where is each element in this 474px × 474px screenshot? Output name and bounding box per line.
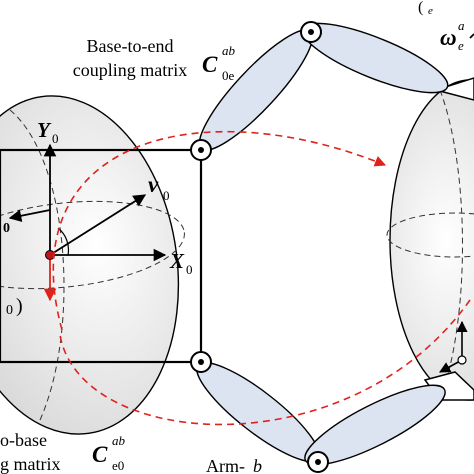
joint-bottom: [307, 451, 329, 473]
end-ellipsoid: [386, 77, 474, 401]
end-plate-top: [433, 77, 474, 101]
omega0-arrow: [8, 209, 51, 222]
x0-sub: 0: [186, 262, 193, 277]
v0-arrow: [49, 194, 147, 256]
arm-b-link-2: [304, 384, 446, 466]
left-paren-sub: 0: [6, 303, 13, 318]
ce0-main: C: [92, 442, 108, 467]
arm-b-prefix: Arm-: [206, 456, 245, 474]
joints: [190, 21, 329, 473]
omega-e-label: ω a e: [440, 18, 465, 53]
coupling-title-line1: Base-to-end: [87, 36, 174, 56]
omega-e-sup: a: [458, 18, 465, 33]
x0-main: X: [169, 249, 185, 273]
arm-b-label: Arm- b: [206, 456, 262, 474]
v0-sub: 0: [163, 188, 170, 203]
top-right-partial-label: ( e: [418, 0, 433, 17]
omega-e-sub: e: [458, 38, 464, 53]
ce0-label: C ab e0: [92, 433, 126, 473]
joint-top-left: [190, 139, 212, 161]
end-coordinate-frame: [439, 33, 474, 373]
v0-main: v: [148, 172, 159, 197]
coupling-title-line2: coupling matrix: [73, 60, 187, 80]
ce0-sup: ab: [112, 433, 126, 448]
top-right-paren: (: [418, 0, 423, 16]
x0-label: X 0: [169, 249, 193, 277]
left-paren-close: ): [16, 295, 23, 317]
c0e-sup: ab: [222, 43, 236, 58]
c0e-sub: 0e: [222, 68, 235, 83]
omega-e-arrow: [469, 33, 474, 39]
top-right-sub: e: [428, 5, 433, 17]
omega0-partial-sub: 0: [3, 221, 10, 236]
left-paren-partial: 0 ): [6, 295, 23, 318]
y0-sub: 0: [52, 131, 59, 146]
end-to-base-line1: o-base: [0, 430, 47, 450]
base-to-end-dashed-arrow: [52, 130, 387, 331]
ce0-sub: e0: [112, 458, 124, 473]
v0-label: v 0: [148, 172, 170, 203]
omega-e-main: ω: [440, 25, 457, 50]
top-arm: [198, 22, 449, 151]
c0e-label: C ab 0e: [202, 43, 236, 83]
y0-main: Y: [37, 118, 52, 142]
coupling-curve: [52, 130, 471, 426]
end-to-base-line2: g matrix: [0, 454, 61, 474]
joint-bottom-left: [190, 351, 212, 373]
end-to-base-dashed-curve: [59, 299, 471, 426]
base-frame: [0, 148, 203, 364]
rotation-arc: [57, 227, 70, 256]
arm-b-letter: b: [253, 456, 262, 474]
y0-label: Y 0: [37, 118, 59, 146]
c0e-main: C: [202, 52, 218, 77]
end-origin-point: [457, 355, 467, 365]
arm-a-link-2: [301, 22, 449, 94]
joint-top: [300, 21, 322, 43]
base-ellipsoid: [0, 95, 185, 435]
